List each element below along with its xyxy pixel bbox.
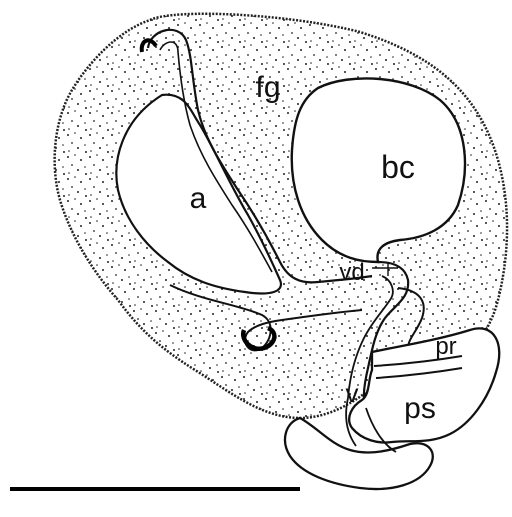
label-fg: fg — [255, 71, 280, 104]
label-vd: vd — [339, 259, 364, 286]
label-ps: ps — [404, 392, 436, 425]
label-pr: pr — [435, 333, 456, 360]
label-v: v — [346, 378, 359, 408]
label-bc: bc — [381, 149, 415, 185]
label-a: a — [190, 182, 207, 215]
